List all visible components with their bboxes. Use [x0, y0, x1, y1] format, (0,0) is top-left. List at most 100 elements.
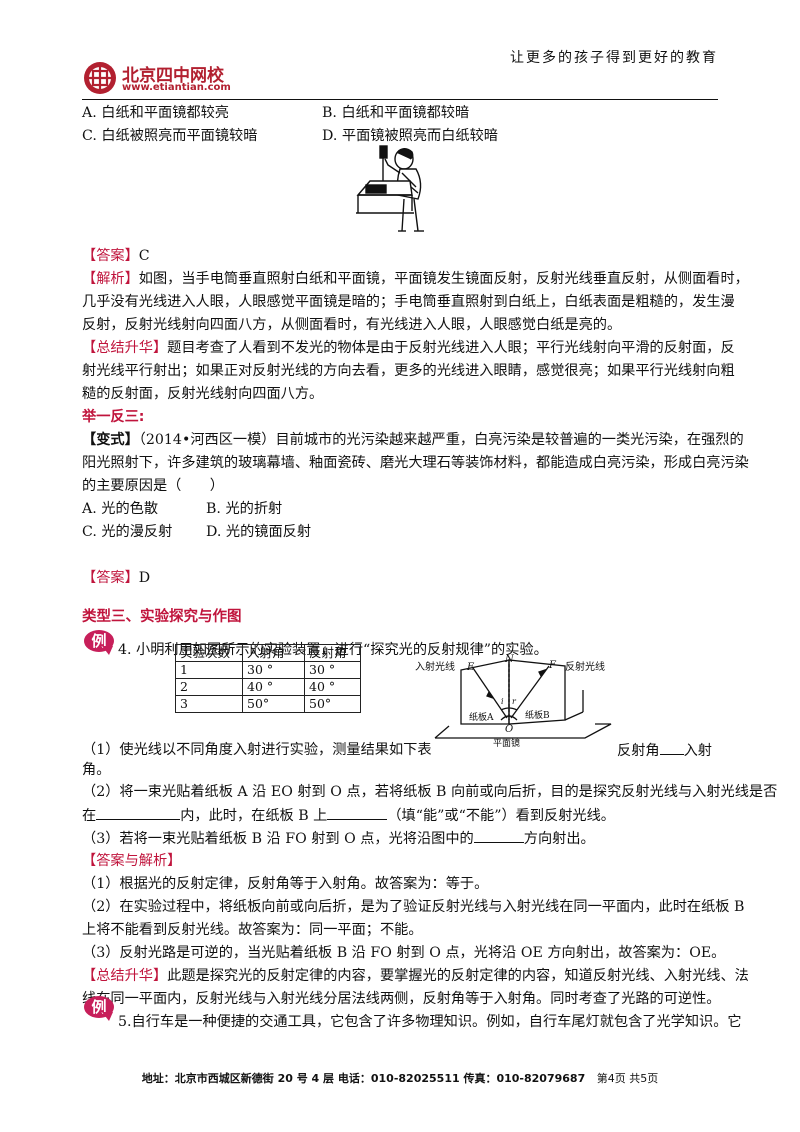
experiment-table: 实验次数 入射角 反射角 1 30 ° 30 ° 2 40 ° 40 ° 3 5… — [175, 644, 361, 713]
summary-2-line-2: 线在同一平面内，反射光线与入射光线分居法线两侧，反射角等于入射角。同时考查了光路… — [82, 991, 721, 1007]
answer-1: 【答案】C — [82, 246, 150, 266]
example-badge-icon: 例 — [84, 996, 114, 1021]
table-row: 2 40 ° 40 ° — [175, 678, 361, 696]
variant-tag: 【变式】 — [82, 432, 139, 448]
answer-tag: 【答案】 — [82, 570, 139, 586]
summary-1-line-1: 【总结升华】题目考查了人看到不发光的物体是由于反射光线进入人眼；平行光线射向平滑… — [82, 338, 735, 358]
q4-part1-incidence: 入射 — [683, 743, 712, 759]
table-header: 反射角 — [304, 644, 361, 662]
brand-url: www.etiantian.com — [122, 82, 231, 93]
q4-part1-reflection-angle: 反射角 — [617, 743, 660, 759]
q4-part3-text: 方向射出。 — [523, 831, 595, 847]
q4-part2-text: （填“能”或“不能”）看到反射光线。 — [387, 808, 615, 824]
table-header: 实验次数 — [175, 644, 243, 662]
variant-option-d: D. 光的镜面反射 — [206, 524, 312, 540]
fig-label-r: r — [512, 697, 517, 706]
q4-part1-text: （1）使光线以不同角度入射进行实验，测量结果如下表 — [82, 742, 432, 758]
page-number: 第4页 共5页 — [596, 1072, 659, 1085]
answer-analysis-line-1: （1）根据光的反射定律，反射角等于入射角。故答案为：等于。 — [82, 876, 489, 892]
fig-label-o: O — [505, 724, 513, 735]
answer-analysis-line-2: （2）在实验过程中，将纸板向前或向后折，是为了验证反射光线与入射光线在同一平面内… — [82, 899, 745, 915]
q4-part1: （1）使光线以不同角度入射进行实验，测量结果如下表 — [82, 740, 432, 760]
analysis-1-line-2: 几乎没有光线进入人眼，人眼感觉平面镜是暗的；手电筒垂直照射到白纸上，白纸表面是粗… — [82, 294, 735, 310]
variant-line-3: 的主要原因是（ ） — [82, 478, 224, 494]
q4-part3-text: （3）若将一束光贴着纸板 B 沿 FO 射到 O 点，光将沿图中的 — [82, 831, 474, 847]
variant-text: （2014•河西区一模）目前城市的光污染越来越严重，白亮污染是较普遍的一类光污染… — [138, 432, 744, 448]
analysis-1-line-3: 反射，反射光线射向四面八方，从侧面看时，有光线进入人眼，人眼感觉白纸是亮的。 — [82, 317, 622, 333]
option-b: B. 白纸和平面镜都较暗 — [322, 105, 470, 121]
variant-line-1: 【变式】（2014•河西区一模）目前城市的光污染越来越严重，白亮污染是较普遍的一… — [82, 430, 744, 450]
footer-address: 地址：北京市西城区新德街 20 号 4 层 电话：010-82025511 传真… — [141, 1072, 586, 1085]
summary-1-line-2: 射光线平行射出；如果正对反射光线的方向去看，更多的光线进入眼睛，感觉很亮；如果平… — [82, 363, 735, 379]
table-row: 3 50° 50° — [175, 695, 361, 713]
fig-reflected-label: 反射光线 — [565, 660, 605, 673]
q4-part2-text: 内，此时，在纸板 B 上 — [180, 808, 328, 824]
answer-blank[interactable] — [96, 805, 181, 820]
summary-tag: 【总结升华】 — [82, 340, 168, 356]
fig-label-i: i — [501, 697, 504, 706]
table-row: 1 30 ° 30 ° — [175, 661, 361, 679]
flashlight-experiment-figure — [356, 145, 424, 232]
answer-analysis-line-3: 上将不能看到反射光线。故答案为：同一平面；不能。 — [82, 922, 423, 938]
table-cell: 40 ° — [304, 678, 361, 696]
summary-2-line-1: 【总结升华】此题是探究光的反射定律的内容，要掌握光的反射定律的内容，知道反射光线… — [82, 966, 749, 986]
fig-mirror: 平面镜 — [493, 737, 520, 748]
table-cell: 3 — [175, 695, 243, 713]
q5-stem: 5.自行车是一种便捷的交通工具，它包含了许多物理知识。例如，自行车尾灯就包含了光… — [118, 1014, 742, 1030]
fig-label-n: N — [504, 654, 515, 665]
table-header: 入射角 — [242, 644, 305, 662]
summary-text: 题目考查了人看到不发光的物体是由于反射光线进入人眼；平行光线射向平滑的反射面，反 — [167, 340, 735, 356]
answer-analysis-line-4: （3）反射光路是可逆的，当光贴着纸板 B 沿 FO 射到 O 点，光将沿 OE … — [82, 945, 726, 961]
table-cell: 50° — [304, 695, 361, 713]
answer-blank[interactable] — [659, 740, 684, 755]
analysis-text: 如图，当手电筒垂直照射白纸和平面镜，平面镜发生镜面反射，反射光线垂直反射，从侧面… — [138, 271, 749, 287]
reflection-experiment-figure: 入射光线 反射光线 E N F i r O 纸板A 纸板B 平面镜 — [415, 654, 612, 748]
table-cell: 2 — [175, 678, 243, 696]
table-header-row: 实验次数 入射角 反射角 — [175, 644, 361, 662]
footer: 地址：北京市西城区新德街 20 号 4 层 电话：010-82025511 传真… — [0, 1070, 800, 1086]
table-cell: 30 ° — [304, 661, 361, 679]
header-logo: 北京四中网校 www.etiantian.com — [82, 58, 262, 98]
example-badge-icon: 例 — [84, 630, 114, 655]
answer-blank[interactable] — [327, 805, 388, 820]
fig-board-a: 纸板A — [469, 711, 494, 723]
option-a: A. 白纸和平面镜都较亮 — [82, 105, 229, 121]
summary-tag: 【总结升华】 — [82, 968, 168, 984]
draw-inferences-heading: 举一反三: — [82, 409, 145, 425]
fig-board-b: 纸板B — [525, 709, 550, 721]
q4-part2-line1: （2）将一束光贴着纸板 A 沿 EO 射到 O 点，若将纸板 B 向前或向后折，… — [82, 784, 778, 800]
answer-analysis-tag: 【答案与解析】 — [82, 853, 182, 869]
option-c: C. 白纸被照亮而平面镜较暗 — [82, 128, 258, 144]
brand-name: 北京四中网校 — [122, 66, 224, 86]
variant-line-2: 阳光照射下，许多建筑的玻璃幕墙、釉面瓷砖、磨光大理石等装饰材料，都能造成白亮污染… — [82, 455, 749, 471]
q4-part1-tail: 反射角 入射 — [617, 740, 712, 761]
variant-option-a: A. 光的色散 — [82, 501, 159, 517]
q4-part1-end: 角。 — [82, 762, 111, 778]
answer-tag: 【答案】 — [82, 248, 139, 264]
variant-option-b: B. 光的折射 — [206, 501, 283, 517]
table-cell: 1 — [175, 661, 243, 679]
analysis-1-line-1: 【解析】如图，当手电筒垂直照射白纸和平面镜，平面镜发生镜面反射，反射光线垂直反射… — [82, 269, 749, 289]
header-rule — [82, 99, 718, 100]
q4-part2-line2: 在 内，此时，在纸板 B 上 （填“能”或“不能”）看到反射光线。 — [82, 805, 615, 826]
answer-value: D — [138, 570, 151, 586]
fig-label-f: F — [548, 660, 557, 671]
answer-2: 【答案】D — [82, 568, 150, 588]
q4-part3: （3）若将一束光贴着纸板 B 沿 FO 射到 O 点，光将沿图中的 方向射出。 — [82, 828, 595, 849]
table-cell: 30 ° — [242, 661, 305, 679]
analysis-tag: 【解析】 — [82, 271, 139, 287]
option-d: D. 平面镜被照亮而白纸较暗 — [322, 128, 498, 144]
answer-blank[interactable] — [473, 828, 524, 843]
section-title: 类型三、实验探究与作图 — [82, 609, 242, 625]
table-cell: 40 ° — [242, 678, 305, 696]
variant-option-c: C. 光的漫反射 — [82, 524, 173, 540]
table-cell: 50° — [242, 695, 305, 713]
answer-value: C — [138, 248, 150, 264]
fig-label-e: E — [466, 662, 475, 673]
header-slogan: 让更多的孩子得到更好的教育 — [510, 50, 718, 66]
summary-text: 此题是探究光的反射定律的内容，要掌握光的反射定律的内容，知道反射光线、入射光线、… — [167, 968, 749, 984]
summary-1-line-3: 糙的反射面，反射光线射向四面八方。 — [82, 386, 324, 402]
q4-part2-text: 在 — [82, 808, 97, 824]
fig-incident-label: 入射光线 — [415, 660, 455, 673]
logo-emblem-icon — [84, 62, 116, 94]
